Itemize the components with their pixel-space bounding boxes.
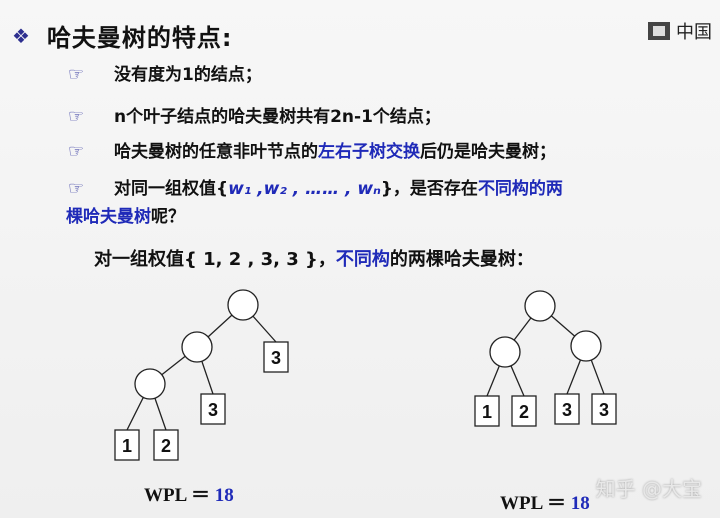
tree2-node [570, 330, 602, 362]
logo: 中国 [648, 18, 712, 44]
tree2-node [524, 290, 556, 322]
tree2-node [489, 336, 521, 368]
bullet-text: 对同一组权值{ [114, 179, 229, 199]
intro-highlight: 不同构 [335, 249, 390, 270]
tree2-leaf [474, 395, 500, 427]
intro-text: 的两棵哈夫曼树： [389, 249, 534, 270]
tree1-leaf [153, 429, 179, 461]
tree1-leaf-label: 3 [208, 400, 218, 420]
tree2-leaf-label: 2 [519, 402, 529, 422]
tree1-leaf-label: 3 [271, 348, 281, 368]
intro-text: 对一组权值{ 1, 2 , 3, 3 }， [94, 249, 336, 270]
logo-icon [648, 22, 670, 40]
tree2-wpl: WPL ＝ 18 [500, 488, 590, 515]
wpl-label: WPL ＝ [144, 485, 210, 506]
trees-intro: 对一组权值{ 1, 2 , 3, 3 }，不同构的两棵哈夫曼树： [94, 245, 534, 271]
bullet-item: ☞ n个叶子结点的哈夫曼树共有2n-1个结点； [68, 104, 441, 130]
heading-title: 哈夫曼树的特点: [46, 24, 233, 52]
tree1-node [134, 368, 166, 400]
bullet-text: }，是否存在 [380, 179, 478, 199]
diamond-bullet-icon: ❖ [12, 23, 31, 48]
pointing-hand-icon: ☞ [68, 106, 85, 127]
tree1-node [181, 331, 213, 363]
tree1-leaf [263, 341, 289, 373]
pointing-hand-icon: ☞ [68, 64, 85, 85]
bullet-text: 哈夫曼树的任意非叶节点的 [114, 142, 318, 162]
tree1-leaf-label: 1 [122, 436, 132, 456]
tree1-leaf [200, 393, 226, 425]
tree2-leaf [511, 395, 537, 427]
logo-text: 中国 [676, 22, 712, 43]
tree2-leaf-label: 3 [562, 400, 572, 420]
wpl-value: 18 [570, 493, 590, 514]
tree1-leaf [114, 429, 140, 461]
tree1-leaf-label: 2 [161, 436, 171, 456]
tree1-wpl: WPL ＝ 18 [144, 480, 234, 507]
wpl-value: 18 [214, 485, 234, 506]
tree2-leaf [591, 393, 617, 425]
bullet-text: 呢？ [151, 207, 185, 227]
bullet-continuation: 棵哈夫曼树呢？ [66, 204, 185, 230]
bullet-text: n个叶子结点的哈夫曼树共有2n-1个结点； [114, 107, 441, 127]
bullet-highlight: 左右子树交换 [318, 142, 420, 162]
bullet-highlight: 不同构的两 [477, 179, 563, 199]
wpl-label: WPL ＝ [500, 493, 566, 514]
tree2-leaf-label: 3 [599, 400, 609, 420]
tree2-leaf-label: 1 [482, 402, 492, 422]
tree1-node [227, 289, 259, 321]
watermark: 知乎 @大宝 [595, 477, 702, 501]
pointing-hand-icon: ☞ [68, 178, 85, 199]
bullet-text: 没有度为1的结点； [114, 65, 262, 85]
slide-heading: ❖ 哈夫曼树的特点: [12, 18, 233, 53]
bullet-item: ☞ 没有度为1的结点； [68, 62, 262, 88]
tree2-leaf [554, 393, 580, 425]
bullet-text: 后仍是哈夫曼树； [420, 142, 556, 162]
bullet-item: ☞ 哈夫曼树的任意非叶节点的左右子树交换后仍是哈夫曼树； [68, 139, 556, 165]
bullet-item: ☞ 对同一组权值{w₁ ,w₂ , …… , wₙ}，是否存在不同构的两 [68, 176, 563, 202]
weights-formula: w₁ ,w₂ , …… , wₙ [228, 179, 381, 199]
pointing-hand-icon: ☞ [68, 141, 85, 162]
bullet-highlight: 棵哈夫曼树 [66, 207, 151, 227]
